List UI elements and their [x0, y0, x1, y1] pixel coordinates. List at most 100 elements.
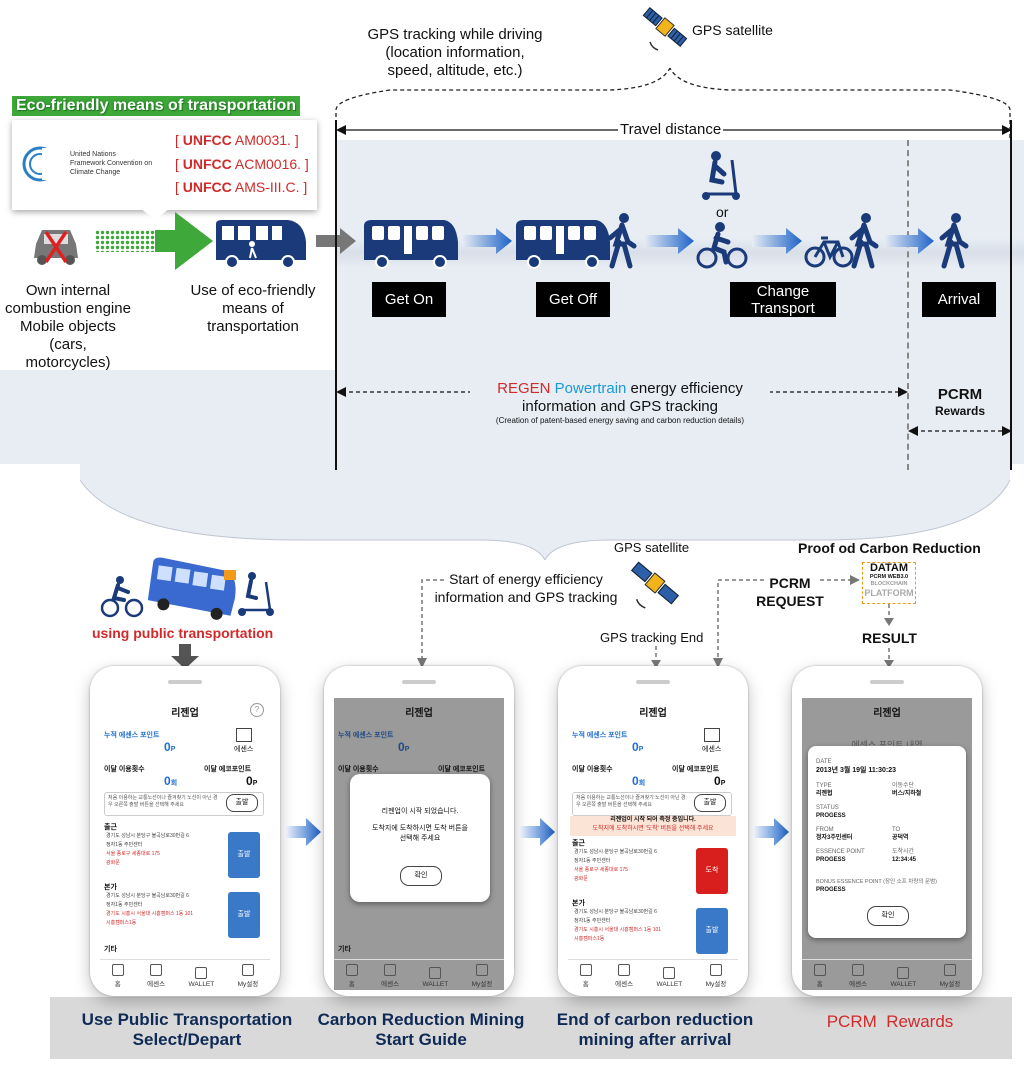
nav-settings[interactable]: My설정 — [940, 964, 960, 988]
nav-settings[interactable]: My설정 — [706, 964, 726, 988]
band-right-border — [1010, 120, 1012, 470]
essence-point-value: PROGESS — [816, 857, 846, 863]
help-icon[interactable]: ? — [952, 703, 966, 717]
date-value: 2013년 3월 19일 11:30:23 — [816, 767, 897, 774]
notice-text: 처음 이용하는 교통노선이나 즐겨찾기 노선이 아닌 경우 오른쪽 출발 버튼을… — [108, 795, 218, 808]
arrive-button[interactable]: 도착 — [696, 848, 728, 894]
bottom-nav: 홈 에센스 WALLET My설정 — [334, 959, 504, 990]
caption-bar — [50, 997, 1012, 1059]
status-label: STATUS — [816, 805, 839, 811]
blue-arrow-4 — [884, 228, 934, 254]
nav-settings[interactable]: My설정 — [472, 964, 492, 988]
phone-arrival: 리젠업 누적 에센스 포인트 0P 에센스 이달 이용횟수 이달 에코포인트 0… — [558, 666, 748, 996]
nav-wallet[interactable]: WALLET — [890, 967, 916, 988]
datam-logo: DATAM PCRM WEB3.0 BLOCKCHAIN PLATFORM — [862, 562, 916, 604]
to-value: 공덕역 — [892, 835, 909, 841]
result-card: DATE 2013년 3월 19일 11:30:23 TYPE 리젠헙 이동수단… — [808, 746, 966, 938]
home-depart-button[interactable]: 출발 — [696, 908, 728, 954]
datam-line-3: BLOCKCHAIN — [870, 581, 908, 587]
nav-essence[interactable]: 에센스 — [849, 964, 867, 988]
result-label: RESULT — [862, 630, 917, 646]
nav-home[interactable]: 홈 — [579, 964, 592, 988]
etc-label: 기타 — [104, 946, 117, 953]
nav-home[interactable]: 홈 — [345, 964, 358, 988]
phone-screen: 리젠업 ? 에센스 포인트 내역 DATE 2013년 3월 19일 11:30… — [802, 698, 972, 990]
bus-icon-2 — [516, 220, 610, 269]
depart-button[interactable]: 출발 — [226, 794, 258, 812]
help-icon[interactable]: ? — [250, 703, 264, 717]
essence-icon[interactable] — [236, 728, 252, 742]
date-label: DATE — [816, 759, 832, 765]
satellite-icon — [642, 7, 688, 51]
gps-end-label: GPS tracking End — [600, 630, 704, 645]
phone-notch — [870, 680, 904, 684]
nav-essence[interactable]: 에센스 — [147, 964, 165, 988]
phone-notch — [402, 680, 436, 684]
bottom-nav: 홈 에센스 WALLET My설정 — [568, 959, 738, 990]
walker-icon-1 — [607, 213, 637, 269]
gps-satellite-label: GPS satellite — [692, 22, 773, 38]
get-off-button: Get Off — [536, 282, 610, 317]
monthly-eco-label: 이달 에코포인트 — [672, 766, 720, 773]
home-depart-button[interactable]: 출발 — [228, 892, 260, 938]
arrive-time-value: 12:34:45 — [892, 857, 917, 863]
datam-line-4: PLATFORM — [864, 588, 914, 598]
home-label: 본가 — [572, 900, 585, 907]
result-confirm-button[interactable]: 확인 — [867, 906, 909, 926]
depart-button[interactable]: 출발 — [694, 794, 726, 812]
start-energy-connector — [417, 579, 444, 668]
nav-home[interactable]: 홈 — [813, 964, 826, 988]
from-value: 정자3주민센터 — [816, 835, 853, 841]
own-vehicle-label: Own internal combustion engine Mobile ob… — [5, 282, 131, 371]
green-arrow — [95, 212, 213, 270]
nav-essence[interactable]: 에센스 — [381, 964, 399, 988]
blue-arrow-2 — [644, 228, 694, 254]
nav-settings[interactable]: My설정 — [238, 964, 258, 988]
nav-wallet[interactable]: WALLET — [188, 967, 214, 988]
band-left-border — [335, 120, 337, 470]
commute-depart-button[interactable]: 출발 — [228, 832, 260, 878]
gps-satellite-label-2: GPS satellite — [614, 540, 690, 555]
bottom-nav: 홈 에센스 WALLET My설정 — [100, 959, 270, 990]
unfcc-line-1: [ UNFCC AM0031. ] — [175, 132, 299, 148]
pcrm-divider — [907, 140, 909, 470]
proof-title: Proof od Carbon Reduction — [798, 540, 981, 556]
datam-line-2: PCRM WEB3.0 — [869, 574, 909, 580]
accum-points-label: 누적 에센스 포인트 — [104, 732, 160, 739]
arrival-button: Arrival — [922, 282, 996, 317]
step-arrow-3 — [754, 818, 789, 846]
nav-wallet[interactable]: WALLET — [422, 967, 448, 988]
phone-screen: 리젠업 누적 에센스 포인트 0P 이달 이용횟수 이달 에코포인트 리젠업이 … — [334, 698, 504, 990]
using-public-label: using public transportation — [92, 625, 274, 641]
public-transport-illustration — [100, 557, 274, 620]
section-brace — [79, 440, 1011, 560]
eco-title: Eco-friendly means of transportation — [12, 96, 301, 116]
phone-screen: 리젠업 누적 에센스 포인트 0P 에센스 이달 이용횟수 이달 에코포인트 0… — [568, 698, 738, 990]
callout-tail — [140, 208, 170, 220]
monthly-eco-label: 이달 에코포인트 — [438, 766, 486, 773]
nav-home[interactable]: 홈 — [111, 964, 124, 988]
nav-wallet[interactable]: WALLET — [656, 967, 682, 988]
pcrm-rewards-title: PCRM — [937, 386, 983, 403]
nav-essence[interactable]: 에센스 — [615, 964, 633, 988]
home-label: 본가 — [104, 884, 117, 891]
app-title: 리젠업 — [405, 708, 433, 719]
modal-confirm-button[interactable]: 확인 — [400, 866, 442, 886]
commute-label: 출근 — [572, 840, 585, 847]
accum-points-value: 0P — [632, 740, 644, 754]
status-value: PROGESS — [816, 813, 846, 819]
type-value: 리젠헙 — [816, 791, 833, 797]
essence-icon[interactable] — [704, 728, 720, 742]
monthly-uses-label: 이달 이용횟수 — [572, 766, 613, 773]
unfcc-box — [12, 120, 317, 210]
phone-select-depart: 리젠업 ? 누적 에센스 포인트 0P 에센스 이달 이용횟수 이달 에코포인트… — [90, 666, 280, 996]
notice-box — [104, 792, 264, 816]
from-label: FROM — [816, 827, 834, 833]
phone-start-guide: 리젠업 누적 에센스 포인트 0P 이달 이용횟수 이달 에코포인트 리젠업이 … — [324, 666, 514, 996]
blue-arrow-3 — [752, 228, 802, 254]
accum-points-label: 누적 에센스 포인트 — [572, 732, 628, 739]
